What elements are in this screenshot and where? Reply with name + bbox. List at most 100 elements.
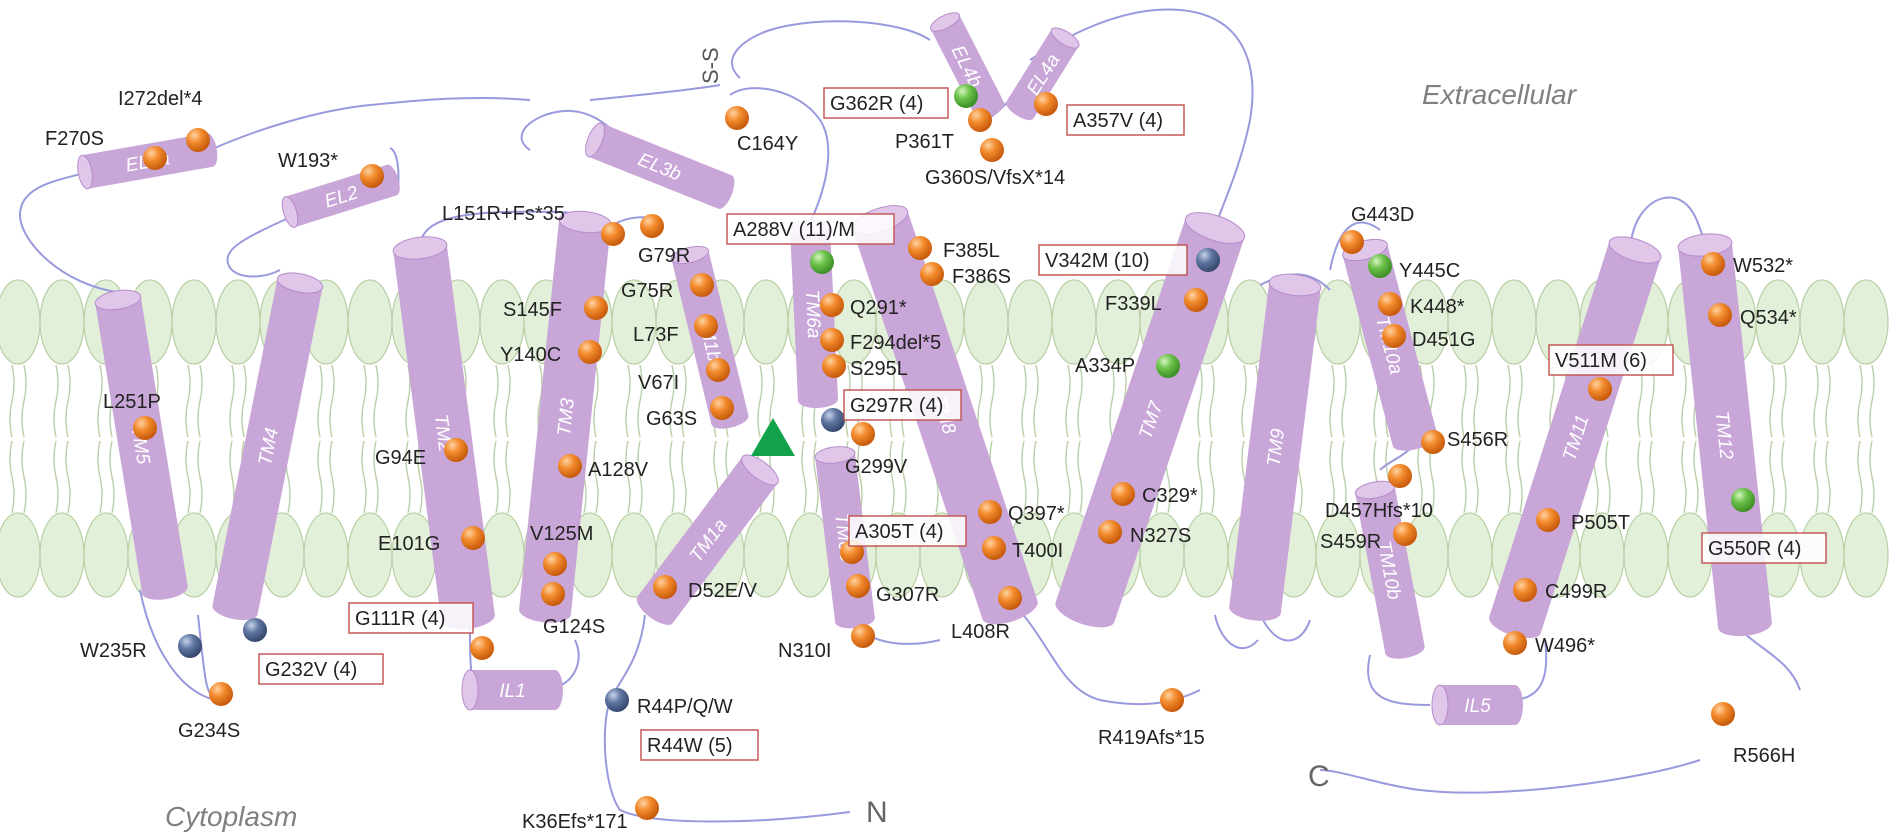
lipid-head — [1051, 279, 1097, 365]
mutation-site-orange — [920, 262, 944, 286]
helix-tm4 — [212, 272, 324, 621]
mutation-site-orange — [1184, 288, 1208, 312]
helix-label: IL5 — [1464, 696, 1491, 717]
lipid-tail — [813, 440, 819, 514]
lipid-tail — [361, 440, 367, 514]
lipid-tail — [1109, 364, 1115, 438]
helix-cap — [392, 236, 448, 260]
mutation-l151r: L151R+Fs*35 — [442, 203, 625, 246]
helix-end — [142, 580, 188, 600]
lipid-tail — [593, 440, 599, 514]
lipid-head — [743, 279, 789, 365]
mutation-w193: W193* — [278, 150, 384, 188]
loop-connections — [18, 8, 1801, 823]
c-terminus-label: C — [1308, 760, 1330, 793]
mutation-highlight-box — [348, 602, 474, 634]
mutation-site-orange — [1711, 702, 1735, 726]
lipid-head — [963, 279, 1009, 365]
mutation-site-orange — [444, 438, 468, 462]
mutation-label: I272del*4 — [118, 88, 203, 110]
mutation-label: L408R — [951, 621, 1010, 643]
mutation-site-blue — [821, 408, 845, 432]
mutation-label: Q291* — [850, 297, 907, 319]
mutation-n327s: N327S — [1098, 520, 1191, 547]
mutation-w235r: W235R — [80, 634, 202, 662]
mutation-i272del: I272del*4 — [118, 88, 210, 152]
loop-tm1a-n — [603, 614, 851, 823]
mutation-s459r: S459R — [1320, 522, 1417, 553]
mutation-label: Y445C — [1399, 260, 1460, 282]
loop-top-cross — [589, 84, 721, 101]
mutation-label: N327S — [1130, 525, 1191, 547]
helix-label: TM12 — [1711, 410, 1737, 461]
lipid-tail — [1473, 364, 1479, 438]
loop-el4-tm6a — [729, 87, 830, 241]
lipid-tail — [197, 364, 203, 438]
lipid-tail — [1077, 440, 1083, 514]
helix-end — [636, 595, 674, 625]
mutation-label: L73F — [633, 324, 679, 346]
lipid-tail — [1329, 364, 1335, 438]
mutation-k448: K448* — [1378, 292, 1465, 318]
mutation-label: G362R (4) — [830, 93, 923, 115]
mutation-site-orange — [653, 575, 677, 599]
mutation-highlight-box — [848, 515, 967, 547]
mutation-e101g: E101G — [378, 526, 485, 555]
helix-end — [212, 599, 258, 621]
mutation-label: N310I — [778, 640, 831, 662]
mutation-site-orange — [1513, 578, 1537, 602]
helix-el3b — [585, 122, 735, 209]
mutation-label: A288V (11)/M — [733, 219, 855, 241]
helix-end — [1718, 613, 1772, 637]
lipid-tail — [669, 364, 675, 438]
mutation-site-orange — [1388, 464, 1412, 488]
helix-body — [95, 296, 188, 594]
helix-cap — [585, 122, 605, 158]
mutation-label: C499R — [1545, 581, 1607, 603]
mutation-site-orange — [470, 636, 494, 660]
mutation-v125m: V125M — [530, 523, 593, 576]
mutation-site-orange — [1708, 303, 1732, 327]
mutation-g63s: G63S — [646, 396, 734, 430]
mutation-label: P505T — [1571, 512, 1630, 534]
mutation-highlight-box — [1066, 104, 1185, 136]
lipid-tail — [1649, 440, 1655, 514]
helix-cap — [741, 454, 779, 486]
mutation-site-orange — [822, 354, 846, 378]
lipid-head — [171, 279, 217, 365]
mutation-f294del: F294del*5 — [820, 328, 941, 354]
lipid-tail — [53, 440, 59, 514]
lipid-head — [1799, 279, 1845, 365]
lipid-tail — [1813, 440, 1819, 514]
lipid-tail — [625, 440, 631, 514]
mutation-a334p: A334P — [1075, 354, 1180, 378]
mutation-q397: Q397* — [978, 500, 1065, 525]
lipid-tail — [9, 440, 15, 514]
mutation-label: S295L — [850, 358, 908, 380]
helix-body — [212, 278, 323, 615]
mutation-site-green — [1156, 354, 1180, 378]
helix-tm9 — [1229, 273, 1322, 621]
mutation-a288v: A288V (11)/M — [726, 213, 895, 274]
lipid-tail — [757, 364, 763, 438]
helix-il5 — [1431, 684, 1523, 726]
mutation-c164y: C164Y — [725, 106, 798, 155]
mutation-site-orange — [640, 214, 664, 238]
cytoplasm-label: Cytoplasm — [165, 801, 297, 832]
lipid-tail — [1341, 364, 1347, 438]
mutation-a305t: A305T (4) — [840, 515, 967, 564]
mutation-label: F270S — [45, 128, 104, 150]
mutation-label: R419Afs*15 — [1098, 727, 1205, 749]
helix-tm10b — [1354, 480, 1425, 659]
lipid-head — [1315, 512, 1361, 598]
mutation-t400i: T400I — [982, 536, 1063, 562]
mutation-label: G79R — [638, 245, 690, 267]
mutation-label: G124S — [543, 616, 605, 638]
mutation-site-orange — [978, 500, 1002, 524]
mutation-label: P361T — [895, 131, 954, 153]
lipid-tail — [857, 440, 863, 514]
mutation-label: G307R — [876, 584, 939, 606]
lipid-head — [347, 279, 393, 365]
helix-label: TM6a — [801, 289, 824, 339]
mutation-label: G94E — [375, 447, 426, 469]
